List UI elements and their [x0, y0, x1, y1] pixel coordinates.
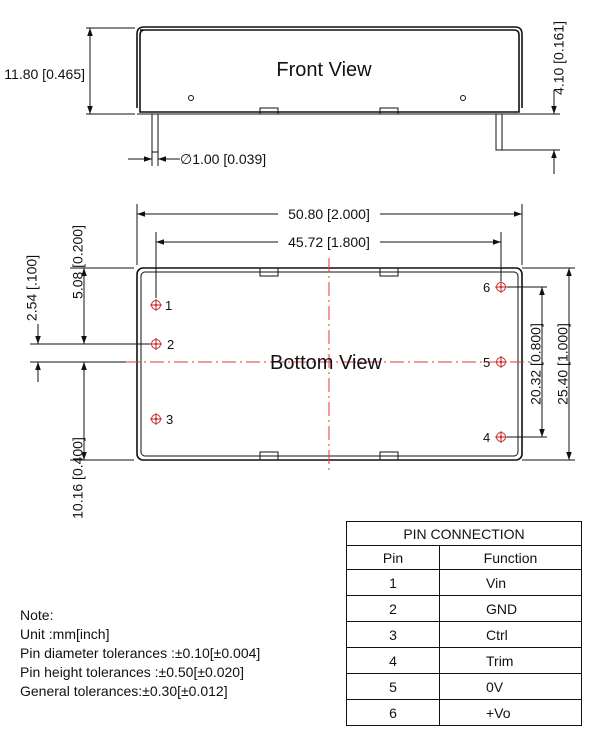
bottom-view-title: Bottom View — [270, 352, 382, 374]
pin-connection-table: PIN CONNECTION Pin Function 1 Vin 2 GND … — [346, 521, 582, 726]
front-view-body-inner-edge — [136, 26, 523, 108]
height-dimension-label: 11.80 [0.465] — [4, 66, 85, 82]
pin-6-label: 6 — [483, 280, 490, 295]
pin-5-marker — [495, 356, 507, 368]
note-line: General tolerances:±0.30[±0.012] — [20, 683, 228, 699]
notes-heading: Note: — [20, 607, 54, 623]
notes: Note: Unit :mm[inch] Pin diameter tolera… — [20, 606, 260, 701]
pin-6-marker — [495, 281, 507, 293]
pin-number-cell: 3 — [346, 621, 440, 648]
pin-4-marker — [495, 431, 507, 443]
table-row: 1 Vin — [346, 569, 582, 596]
left-top-dimension-label: 5.08 [0.200] — [70, 225, 86, 299]
pin-table-header-function: Function — [439, 545, 582, 570]
left-bottom-dimension-label: 10.16 [0.400] — [70, 437, 86, 519]
pin-diameter-dimension-label: ∅1.00 [0.039] — [180, 151, 266, 167]
left-pitch-dimension-label: 2.54 [.100] — [24, 255, 40, 321]
front-view-standoff-left — [259, 107, 279, 115]
pin-function-cell: 0V — [439, 673, 582, 700]
pin-table-caption: PIN CONNECTION — [346, 521, 582, 546]
front-view-title: Front View — [276, 59, 372, 81]
pin-height-dimension-label: 4.10 [0.161] — [551, 21, 567, 95]
table-row: 3 Ctrl — [346, 621, 582, 648]
pin-row-dimension-label: 20.32 [0.800] — [528, 323, 544, 405]
pin-function-cell: Vin — [439, 569, 582, 596]
table-row: 2 GND — [346, 595, 582, 622]
pin-span-dimension-label: 45.72 [1.800] — [288, 234, 370, 250]
pin-5-label: 5 — [483, 355, 490, 370]
note-line: Unit :mm[inch] — [20, 626, 110, 642]
pin-number-cell: 5 — [346, 673, 440, 700]
pin-number-cell: 1 — [346, 569, 440, 596]
pin-number-cell: 6 — [346, 699, 440, 726]
bottom-view-standoff-bottom-left — [259, 451, 279, 461]
front-view-body-outline — [139, 29, 520, 113]
pin-number-cell: 4 — [346, 647, 440, 674]
pin-function-cell: Trim — [439, 647, 582, 674]
pin-function-cell: GND — [439, 595, 582, 622]
pin-4-label: 4 — [483, 430, 490, 445]
note-line: Pin height tolerances :±0.50[±0.020] — [20, 664, 244, 680]
pin-2-marker — [150, 338, 162, 350]
pin-function-cell: +Vo — [439, 699, 582, 726]
width-dimension-label: 25.40 [1.000] — [555, 323, 571, 405]
length-dimension-label: 50.80 [2.000] — [288, 206, 370, 222]
pin-table-header-pin: Pin — [346, 545, 440, 570]
note-line: Pin diameter tolerances :±0.10[±0.004] — [20, 645, 261, 661]
bottom-view-standoff-top-left — [259, 267, 279, 277]
bottom-view-standoff-bottom-right — [379, 451, 399, 461]
pin-3-label: 3 — [166, 412, 173, 427]
pin-function-cell: Ctrl — [439, 621, 582, 648]
pin-3-marker — [150, 413, 162, 425]
bottom-view-standoff-top-right — [379, 267, 399, 277]
front-view-mount-hole-right — [460, 95, 466, 101]
bottom-view: Bottom View 1 2 3 4 5 — [24, 204, 575, 519]
front-view: Front View 11.80 [0.465] 4.10 [0.161] ∅1… — [4, 21, 567, 174]
pin-1-marker — [150, 299, 162, 311]
table-row: 6 +Vo — [346, 699, 582, 726]
pin-number-cell: 2 — [346, 595, 440, 622]
front-view-pin-right — [495, 113, 503, 151]
pin-2-label: 2 — [167, 337, 174, 352]
front-view-standoff-right — [379, 107, 399, 115]
table-row: 5 0V — [346, 673, 582, 700]
front-view-mount-hole-left — [188, 95, 194, 101]
front-view-pin-left — [151, 113, 159, 153]
table-row: 4 Trim — [346, 647, 582, 674]
pin-1-label: 1 — [165, 298, 172, 313]
